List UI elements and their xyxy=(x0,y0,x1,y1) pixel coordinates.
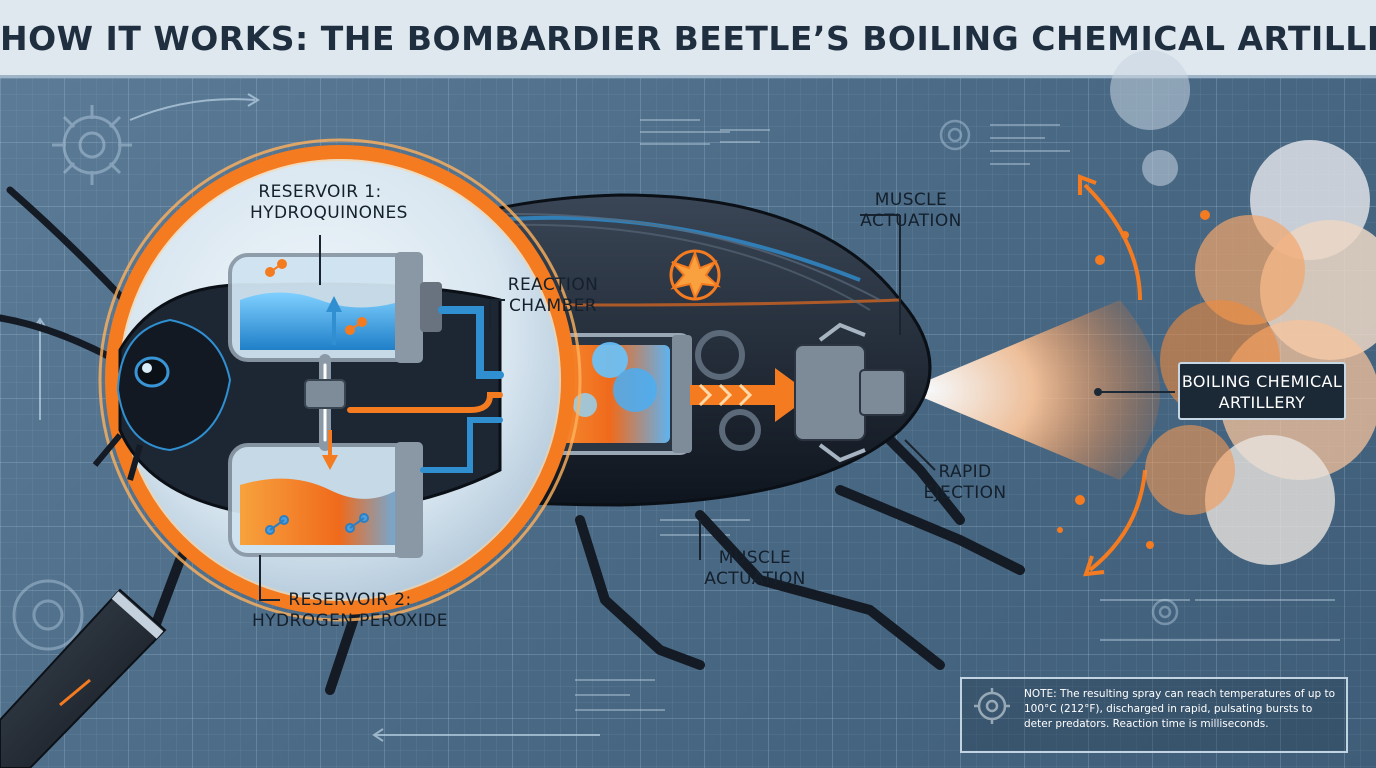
arrow-icon xyxy=(322,296,342,470)
gear-icon xyxy=(695,330,761,451)
reservoir-2-label-line-2: HYDROGEN PEROXIDE xyxy=(252,611,448,631)
gear-icon xyxy=(939,119,971,151)
reservoir-1-label-line-1: RESERVOIR 1: xyxy=(258,182,382,202)
reservoir-1-label: RESERVOIR 1: HYDROQUINONES xyxy=(250,182,408,224)
guide-arrow xyxy=(33,93,600,742)
gear-icon xyxy=(1110,50,1191,186)
spray-cloud xyxy=(905,140,1376,565)
leader-lines xyxy=(259,214,936,601)
muscle-actuation-top-label-line-2: ACTUATION xyxy=(860,211,962,231)
rapid-ejection-label: RAPID EJECTION xyxy=(905,462,1025,504)
muscle-actuation-top-label: MUSCLE ACTUATION xyxy=(846,190,976,232)
note-box: NOTE: The resulting spray can reach temp… xyxy=(960,677,1348,753)
rapid-ejection-label-line-1: RAPID xyxy=(938,462,992,482)
magnifying-glass-icon xyxy=(0,588,167,768)
ejection-nozzle xyxy=(794,322,906,463)
reaction-chamber-label-line-1: REACTION xyxy=(507,275,599,295)
reservoir-1-tank xyxy=(228,252,442,363)
reservoir-2-label: RESERVOIR 2: HYDROGEN PEROXIDE xyxy=(250,590,450,632)
title-bar: HOW IT WORKS: THE BOMBARDIER BEETLE’S BO… xyxy=(0,0,1376,78)
reaction-chamber-label-line-2: CHAMBER xyxy=(509,296,597,316)
gear-icon xyxy=(12,579,84,651)
gear-icon xyxy=(52,105,132,185)
muscle-actuation-bottom-label-line-2: ACTUATION xyxy=(704,569,806,589)
reaction-chamber-label: REACTION CHAMBER xyxy=(488,275,618,317)
boiling-chemical-artillery-callout: BOILING CHEMICAL ARTILLERY xyxy=(1178,362,1346,420)
muscle-actuation-bottom-label-line-1: MUSCLE xyxy=(718,548,792,568)
reservoir-2-tank xyxy=(228,442,423,558)
arrow-icon xyxy=(690,368,812,422)
explosion-icon xyxy=(669,249,721,301)
reservoir-1-label-line-2: HYDROQUINONES xyxy=(250,203,408,223)
callout-line-2: ARTILLERY xyxy=(1218,393,1306,412)
connecting-pipes xyxy=(304,306,504,473)
gear-icon xyxy=(1151,598,1179,626)
gear-icon xyxy=(974,688,1010,724)
callout-line-1: BOILING CHEMICAL xyxy=(1181,372,1343,391)
arrow-icon xyxy=(1078,174,1147,577)
muscle-actuation-top-label-line-1: MUSCLE xyxy=(874,190,948,210)
spray-leader-dot xyxy=(1094,388,1102,396)
rapid-ejection-label-line-2: EJECTION xyxy=(923,483,1007,503)
note-text: NOTE: The resulting spray can reach temp… xyxy=(1024,688,1336,730)
muscle-actuation-bottom-label: MUSCLE ACTUATION xyxy=(690,548,820,590)
reservoir-2-label-line-1: RESERVOIR 2: xyxy=(288,590,412,610)
